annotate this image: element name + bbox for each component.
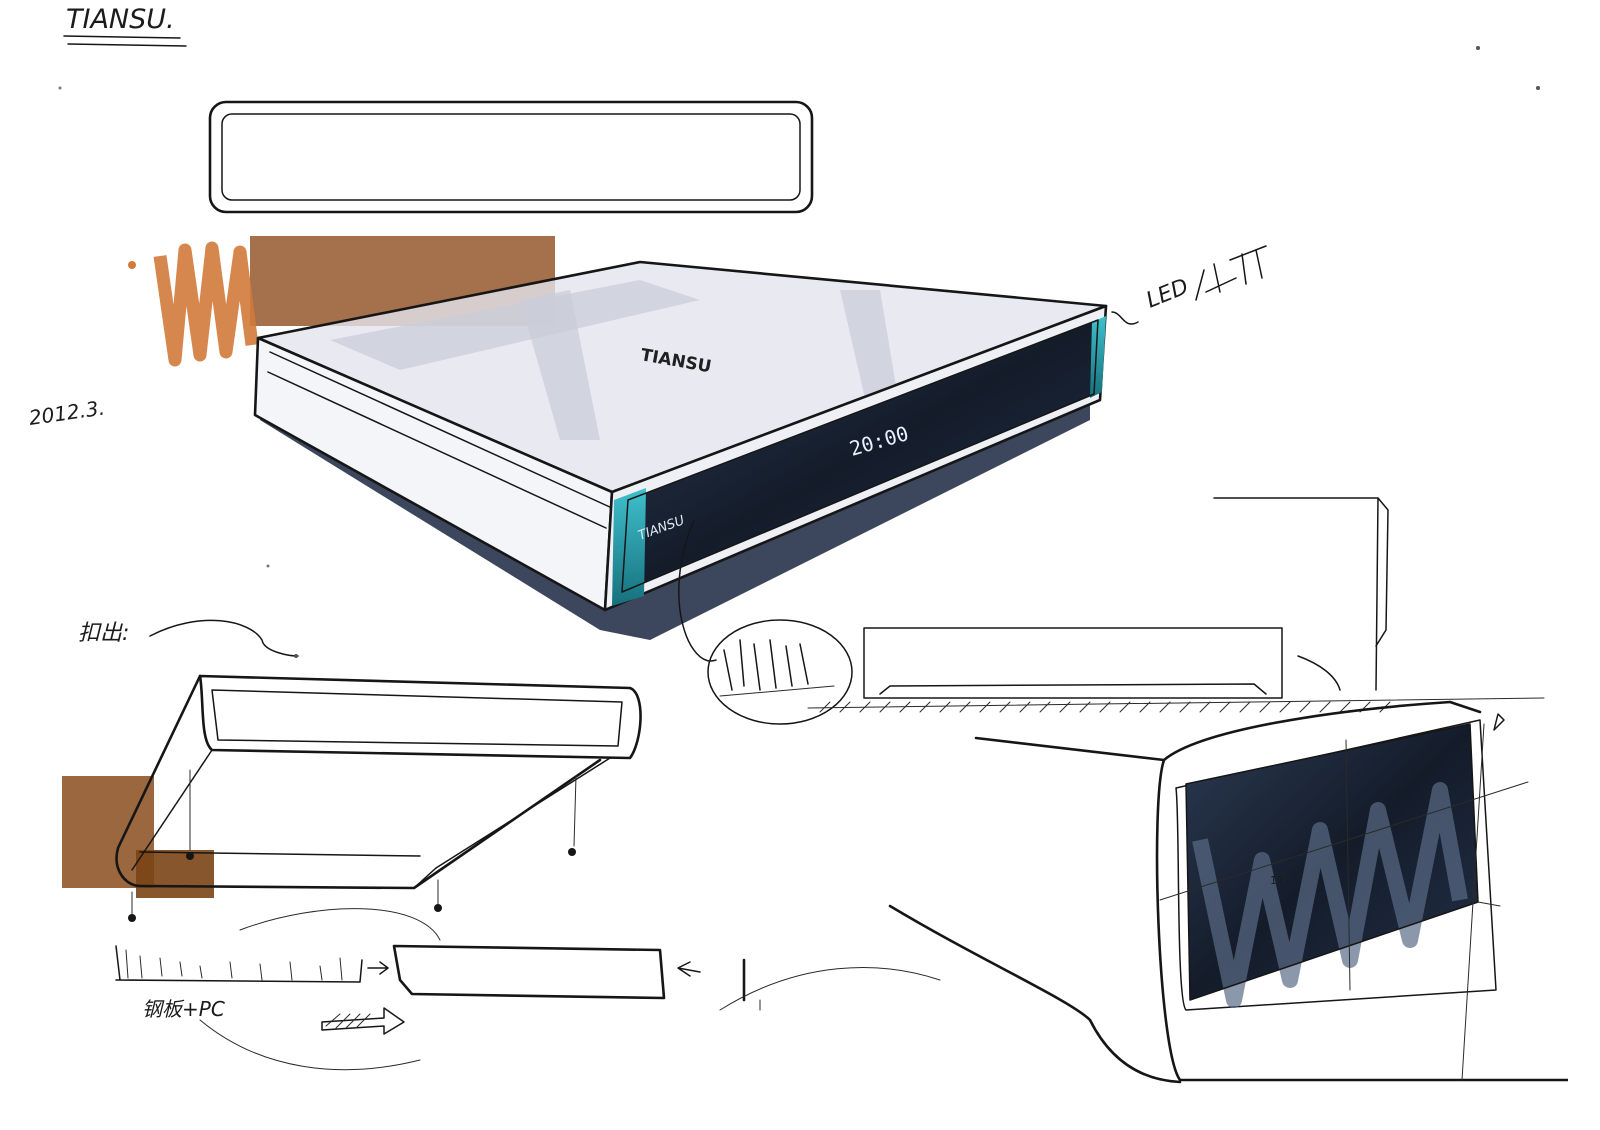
main-device-sketch: 20:00 TIANSU TIANSU: [253, 260, 1108, 640]
orange-marker-swatch: [128, 236, 555, 367]
material-note: 钢板+PC: [142, 997, 225, 1021]
corner-closeup-sketch: 11: [888, 700, 1568, 1084]
title-block: TIANSU.: [63, 4, 187, 47]
sketch-date: 2012.3.: [27, 396, 106, 430]
led-callout: LED: [1111, 245, 1267, 325]
fit-note: 扣出:: [78, 621, 129, 646]
section-view-sketch: [807, 497, 1545, 731]
lid-plate-sketch: [208, 100, 814, 214]
title-underline: [63, 35, 187, 47]
led-note: LED: [1143, 274, 1192, 313]
paper-specks: [58, 46, 1540, 658]
material-callout: [678, 519, 853, 725]
brand-title: TIANSU.: [66, 4, 175, 35]
bracket-sketch: 扣出:: [62, 619, 642, 922]
closeup-mark: 11: [1270, 874, 1284, 887]
layer-section-sketch: 钢板+PC: [115, 908, 941, 1071]
